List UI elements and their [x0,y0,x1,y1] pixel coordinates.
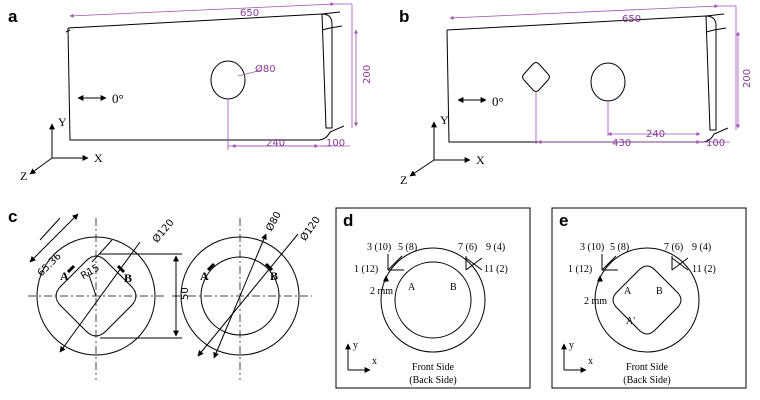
point-a-e: A [624,286,632,297]
caption-back-e: (Back Side) [623,375,671,386]
panel-label-a: a [8,7,18,26]
axis-label-y-e: y [569,340,574,351]
point-b-left-c: B [124,271,132,285]
square-hole-b [522,62,550,92]
gauge-label-7-d: 7 (6) [458,242,477,253]
dim-pos-round-b: 240 [646,129,665,140]
ring-round-hole [172,218,312,380]
dim-flange-a: 100 [326,138,345,149]
gauge-label-9-d: 9 (4) [486,242,505,253]
panel-label-c: c [8,207,17,226]
panel-a: a 650 200 Ø80 240 100 0° [8,2,373,183]
offset-label-e: 2 mm [584,296,607,307]
gauge-label-11-d: 11 (2) [484,264,508,275]
point-a-left-c: A [60,269,69,283]
gauge-label-7-e: 7 (6) [664,242,683,253]
caption-front-e: Front Side [626,362,669,373]
channel-beam-a [65,11,345,141]
gauge-label-3-d: 3 (10) [367,242,391,253]
axes-e [561,343,587,373]
dim-outer-dia-right-c: Ø120 [298,214,323,243]
axis-label-z-b: Z [400,173,407,187]
round-hole-a [210,60,246,100]
panel-label-e: e [559,211,568,230]
dim-pos-square-b: 430 [612,138,631,149]
caption-back-d: (Back Side) [409,375,457,386]
direction-label-b: 0° [492,94,504,109]
gauge-label-1-e: 1 (12) [568,264,592,275]
point-b-d: B [450,282,457,293]
strain-rosettes-e [597,254,689,282]
point-b-e: B [656,286,663,297]
dim-height-a: 200 [362,65,373,84]
panel-label-b: b [399,7,409,26]
dimension-lines-b [449,4,740,144]
axis-label-x-d: x [372,356,377,367]
gauge-label-5-e: 5 (8) [610,242,629,253]
dim-hole-dia-a: Ø80 [255,63,276,75]
direction-label-a: 0° [112,91,124,106]
axes-b [409,121,471,177]
gauge-label-11-e: 11 (2) [692,264,716,275]
gauge-label-9-e: 9 (4) [692,242,711,253]
frame-d [335,207,531,389]
panel-d: d 3 (10) 5 (8) 7 (6) 9 (4) 1 (12) 11 (2)… [335,207,531,389]
axes-a [29,123,89,175]
axis-label-x-e: x [588,356,593,367]
square-hole-e [612,265,682,335]
dim-length-b: 650 [622,14,641,25]
panel-label-d: d [343,211,353,230]
dim-height-b: 200 [742,69,753,88]
axes-d [345,343,371,373]
channel-beam-b [446,13,729,143]
dim-hole-pos-a: 240 [266,138,285,149]
inner-hole-d [394,261,472,339]
axis-label-z-a: Z [20,169,27,183]
axis-label-y-a: Y [58,115,67,129]
axis-label-x-a: X [94,151,103,165]
frame-e [551,207,747,389]
point-b-right-c: B [270,269,278,283]
offset-label-d: 2 mm [370,286,393,297]
point-a-right-c: A [200,269,209,283]
dim-outer-dia-left-c: Ø120 [150,217,177,245]
gauge-label-5-d: 5 (8) [398,242,417,253]
caption-front-d: Front Side [412,362,455,373]
dim-flange-b: 100 [706,138,725,149]
axis-label-y-d: y [353,340,358,351]
panel-b: b 650 200 240 430 100 0° [399,4,753,187]
point-a-prime-e: A' [626,316,635,327]
point-a-d: A [408,282,416,293]
panel-e: e 3 (10) 5 (8) 7 (6) 9 (4) 1 (12) 11 (2)… [551,207,747,389]
dimension-lines-a [69,2,358,150]
dim-height-c: 50 [180,287,191,300]
axis-label-y-b: Y [440,113,449,127]
strain-rosettes-d [383,254,483,282]
outer-ring-d [380,247,486,353]
axis-label-x-b: X [476,153,485,167]
dim-inner-dia-c: Ø80 [264,209,284,233]
dim-length-a: 650 [240,8,259,19]
gauge-label-3-e: 3 (10) [580,242,604,253]
gauge-label-1-d: 1 (12) [354,264,378,275]
outer-ring-e [594,247,700,353]
panel-c: c 65.36 R15 Ø120 50 A B [8,207,323,380]
round-hole-b [590,62,626,102]
